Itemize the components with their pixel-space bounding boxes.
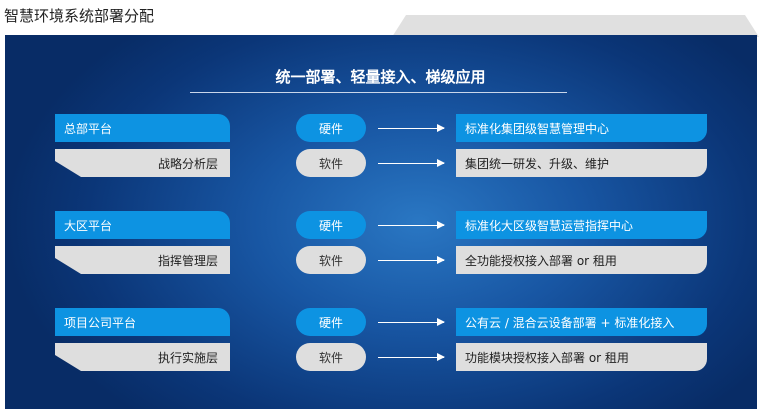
software-target: 全功能授权接入部署 or 租用 — [456, 246, 707, 274]
hardware-target: 公有云 / 混合云设备部署 + 标准化接入 — [456, 308, 707, 336]
hardware-pill: 硬件 — [296, 211, 366, 239]
software-target: 功能模块授权接入部署 or 租用 — [456, 343, 707, 371]
layer-label: 指挥管理层 — [55, 246, 230, 274]
hardware-target: 标准化大区级智慧运营指挥中心 — [456, 211, 707, 239]
arrow-right-icon — [378, 256, 445, 264]
software-pill: 软件 — [296, 343, 366, 371]
arrow-right-icon — [378, 221, 445, 229]
platform-label: 项目公司平台 — [55, 308, 230, 336]
header-tab-decoration — [392, 15, 759, 37]
arrow-right-icon — [378, 353, 445, 361]
arrow-right-icon — [378, 124, 445, 132]
platform-label: 总部平台 — [55, 114, 230, 142]
arrow-right-icon — [378, 159, 445, 167]
software-pill: 软件 — [296, 246, 366, 274]
layer-label: 执行实施层 — [55, 343, 230, 371]
headline-divider — [190, 92, 567, 93]
layer-label: 战略分析层 — [55, 149, 230, 177]
software-pill: 软件 — [296, 149, 366, 177]
row-project-company: 项目公司平台 执行实施层 硬件 软件 公有云 / 混合云设备部署 + 标准化接入… — [0, 308, 761, 374]
headline: 统一部署、轻量接入、梯级应用 — [275, 68, 486, 86]
hardware-pill: 硬件 — [296, 308, 366, 336]
software-target: 集团统一研发、升级、维护 — [456, 149, 707, 177]
page-title: 智慧环境系统部署分配 — [4, 7, 155, 25]
platform-label: 大区平台 — [55, 211, 230, 239]
hardware-pill: 硬件 — [296, 114, 366, 142]
row-region: 大区平台 指挥管理层 硬件 软件 标准化大区级智慧运营指挥中心 全功能授权接入部… — [0, 211, 761, 277]
arrow-right-icon — [378, 318, 445, 326]
hardware-target: 标准化集团级智慧管理中心 — [456, 114, 707, 142]
row-headquarters: 总部平台 战略分析层 硬件 软件 标准化集团级智慧管理中心 集团统一研发、升级、… — [0, 114, 761, 180]
